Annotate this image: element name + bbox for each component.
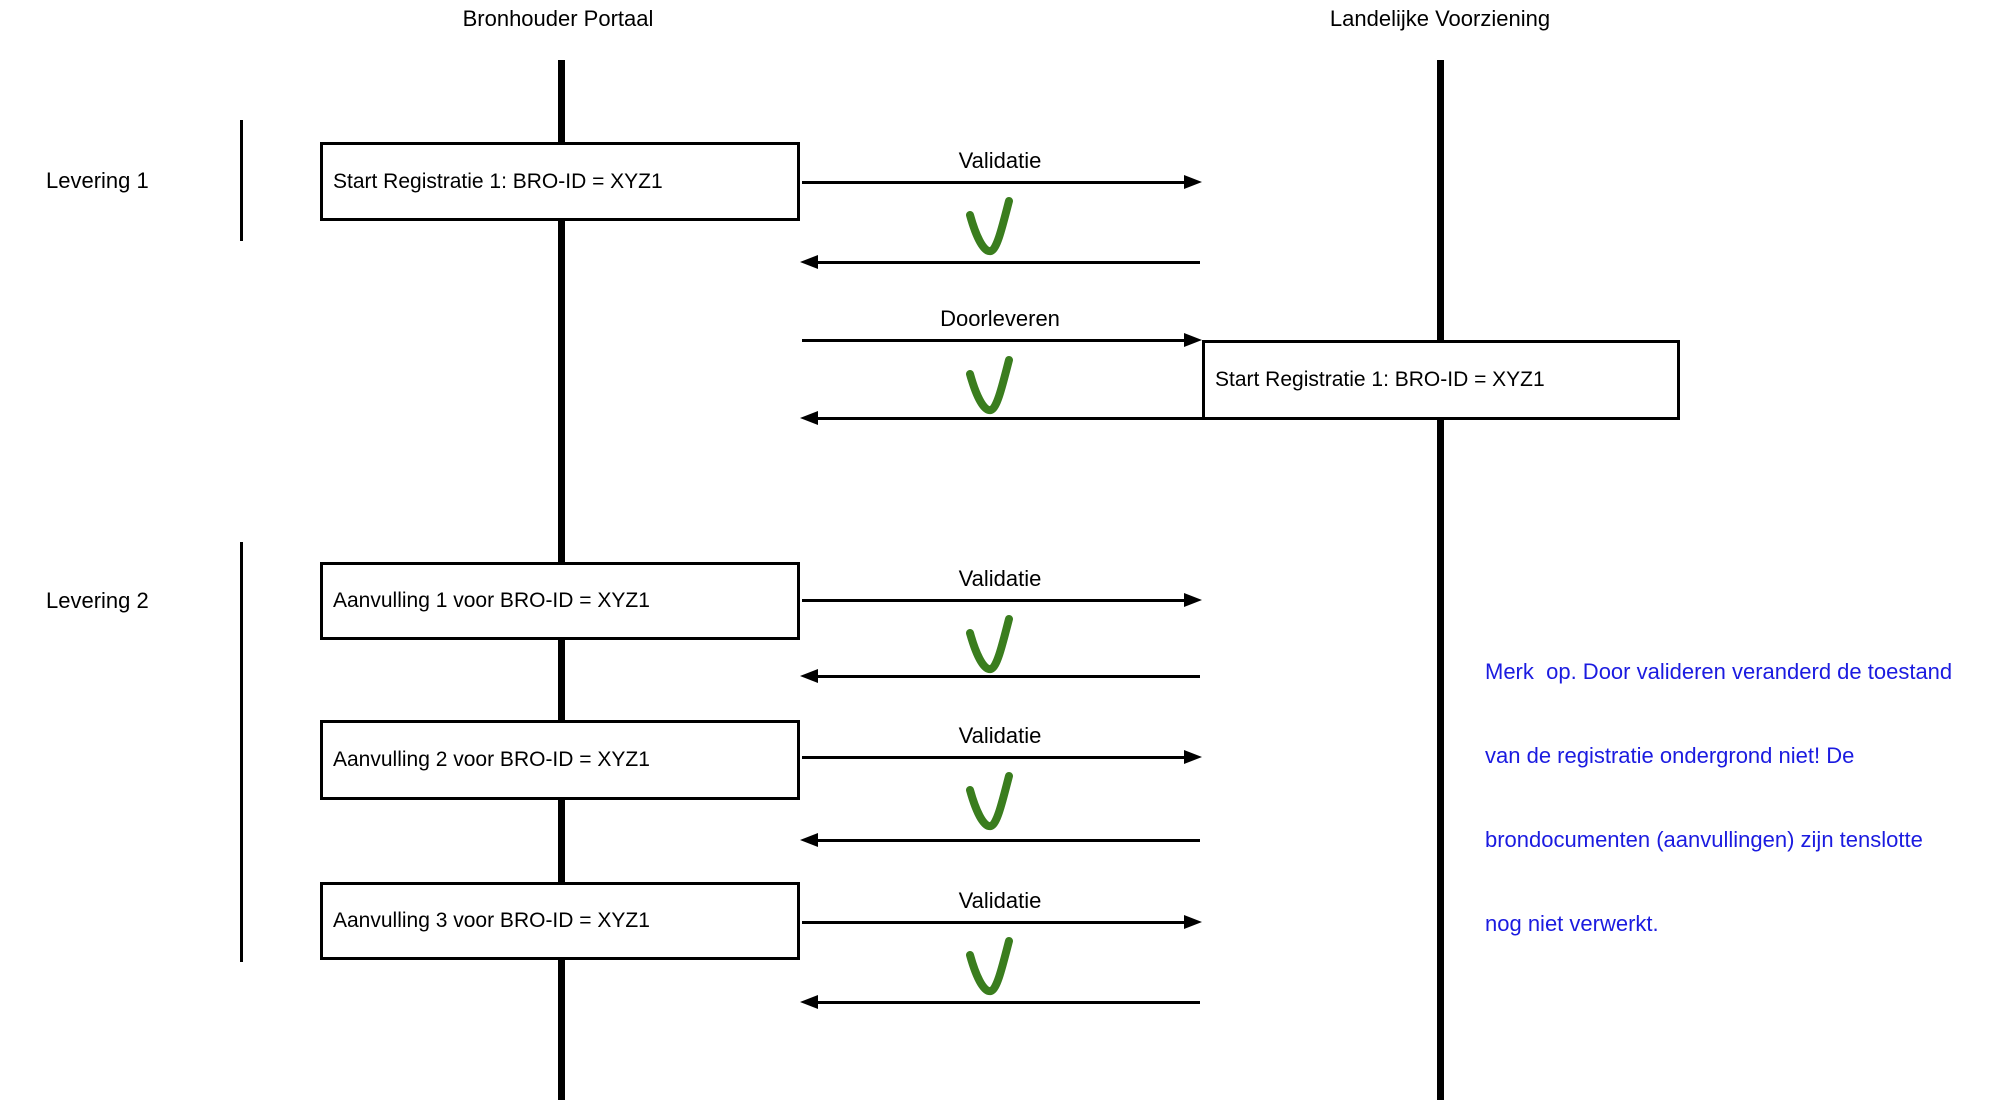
arrow-head-right-icon — [1184, 750, 1202, 764]
levering-1-bracket — [240, 120, 243, 241]
validation-success-check-icon — [964, 614, 1014, 676]
arrow-head-left-icon — [800, 833, 818, 847]
validation-success-check-icon — [964, 936, 1014, 998]
arrow-shaft — [802, 921, 1186, 924]
arrow-shaft — [816, 1001, 1200, 1004]
note-validation-remark: Merk op. Door valideren veranderd de toe… — [1485, 602, 2002, 994]
levering-2-bracket — [240, 542, 243, 962]
validatie-4-request-arrow — [802, 915, 1202, 929]
box-start-registratie-lv: Start Registratie 1: BRO-ID = XYZ1 — [1202, 340, 1680, 420]
validatie-1-response-arrow — [800, 255, 1200, 269]
arrow-head-right-icon — [1184, 175, 1202, 189]
label-validatie-3: Validatie — [958, 723, 1042, 748]
box-start-registratie-portaal: Start Registratie 1: BRO-ID = XYZ1 — [320, 142, 800, 221]
actor-label-bronhouder-portaal: Bronhouder Portaal — [462, 6, 654, 31]
box-aanvulling-3-text: Aanvulling 3 voor BRO-ID = XYZ1 — [333, 909, 650, 932]
note-line: Merk op. Door valideren veranderd de toe… — [1485, 659, 1953, 684]
label-validatie-2: Validatie — [958, 566, 1042, 591]
arrow-head-left-icon — [800, 255, 818, 269]
validatie-3-response-arrow — [800, 833, 1200, 847]
note-line: nog niet verwerkt. — [1485, 911, 1659, 936]
box-start-registratie-portaal-text: Start Registratie 1: BRO-ID = XYZ1 — [333, 169, 663, 193]
box-aanvulling-3: Aanvulling 3 voor BRO-ID = XYZ1 — [320, 882, 800, 960]
doorleveren-request-arrow — [802, 333, 1202, 347]
arrow-head-right-icon — [1184, 915, 1202, 929]
arrow-head-right-icon — [1184, 333, 1202, 347]
label-doorleveren: Doorleveren — [940, 306, 1060, 331]
box-aanvulling-2-text: Aanvulling 2 voor BRO-ID = XYZ1 — [333, 748, 650, 771]
lifeline-landelijke-voorziening — [1437, 60, 1444, 1100]
validatie-3-request-arrow — [802, 750, 1202, 764]
arrow-shaft — [802, 339, 1186, 342]
arrow-shaft — [816, 675, 1200, 678]
box-aanvulling-2: Aanvulling 2 voor BRO-ID = XYZ1 — [320, 720, 800, 800]
validatie-1-request-arrow — [802, 175, 1202, 189]
arrow-shaft — [816, 839, 1200, 842]
validatie-4-response-arrow — [800, 995, 1200, 1009]
arrow-head-right-icon — [1184, 593, 1202, 607]
box-start-registratie-lv-text: Start Registratie 1: BRO-ID = XYZ1 — [1215, 368, 1545, 391]
note-line: van de registratie ondergrond niet! De — [1485, 743, 1855, 768]
label-validatie-4: Validatie — [958, 888, 1042, 913]
arrow-head-left-icon — [800, 995, 818, 1009]
validation-success-check-icon — [964, 771, 1014, 833]
arrow-head-left-icon — [800, 669, 818, 683]
validation-success-check-icon — [964, 355, 1014, 417]
label-validatie-1: Validatie — [958, 148, 1042, 173]
validatie-2-response-arrow — [800, 669, 1200, 683]
box-aanvulling-1: Aanvulling 1 voor BRO-ID = XYZ1 — [320, 562, 800, 640]
arrow-shaft — [816, 261, 1200, 264]
levering-1-label: Levering 1 — [46, 168, 149, 193]
doorleveren-response-arrow — [800, 411, 1202, 425]
arrow-shaft — [802, 756, 1186, 759]
levering-2-label: Levering 2 — [46, 588, 149, 613]
validatie-2-request-arrow — [802, 593, 1202, 607]
arrow-shaft — [816, 417, 1202, 420]
arrow-shaft — [802, 599, 1186, 602]
note-line: brondocumenten (aanvullingen) zijn tensl… — [1485, 827, 1923, 852]
validation-success-check-icon — [964, 196, 1014, 258]
arrow-head-left-icon — [800, 411, 818, 425]
box-aanvulling-1-text: Aanvulling 1 voor BRO-ID = XYZ1 — [333, 589, 650, 612]
actor-label-landelijke-voorziening: Landelijke Voorziening — [1329, 6, 1551, 31]
arrow-shaft — [802, 181, 1186, 184]
